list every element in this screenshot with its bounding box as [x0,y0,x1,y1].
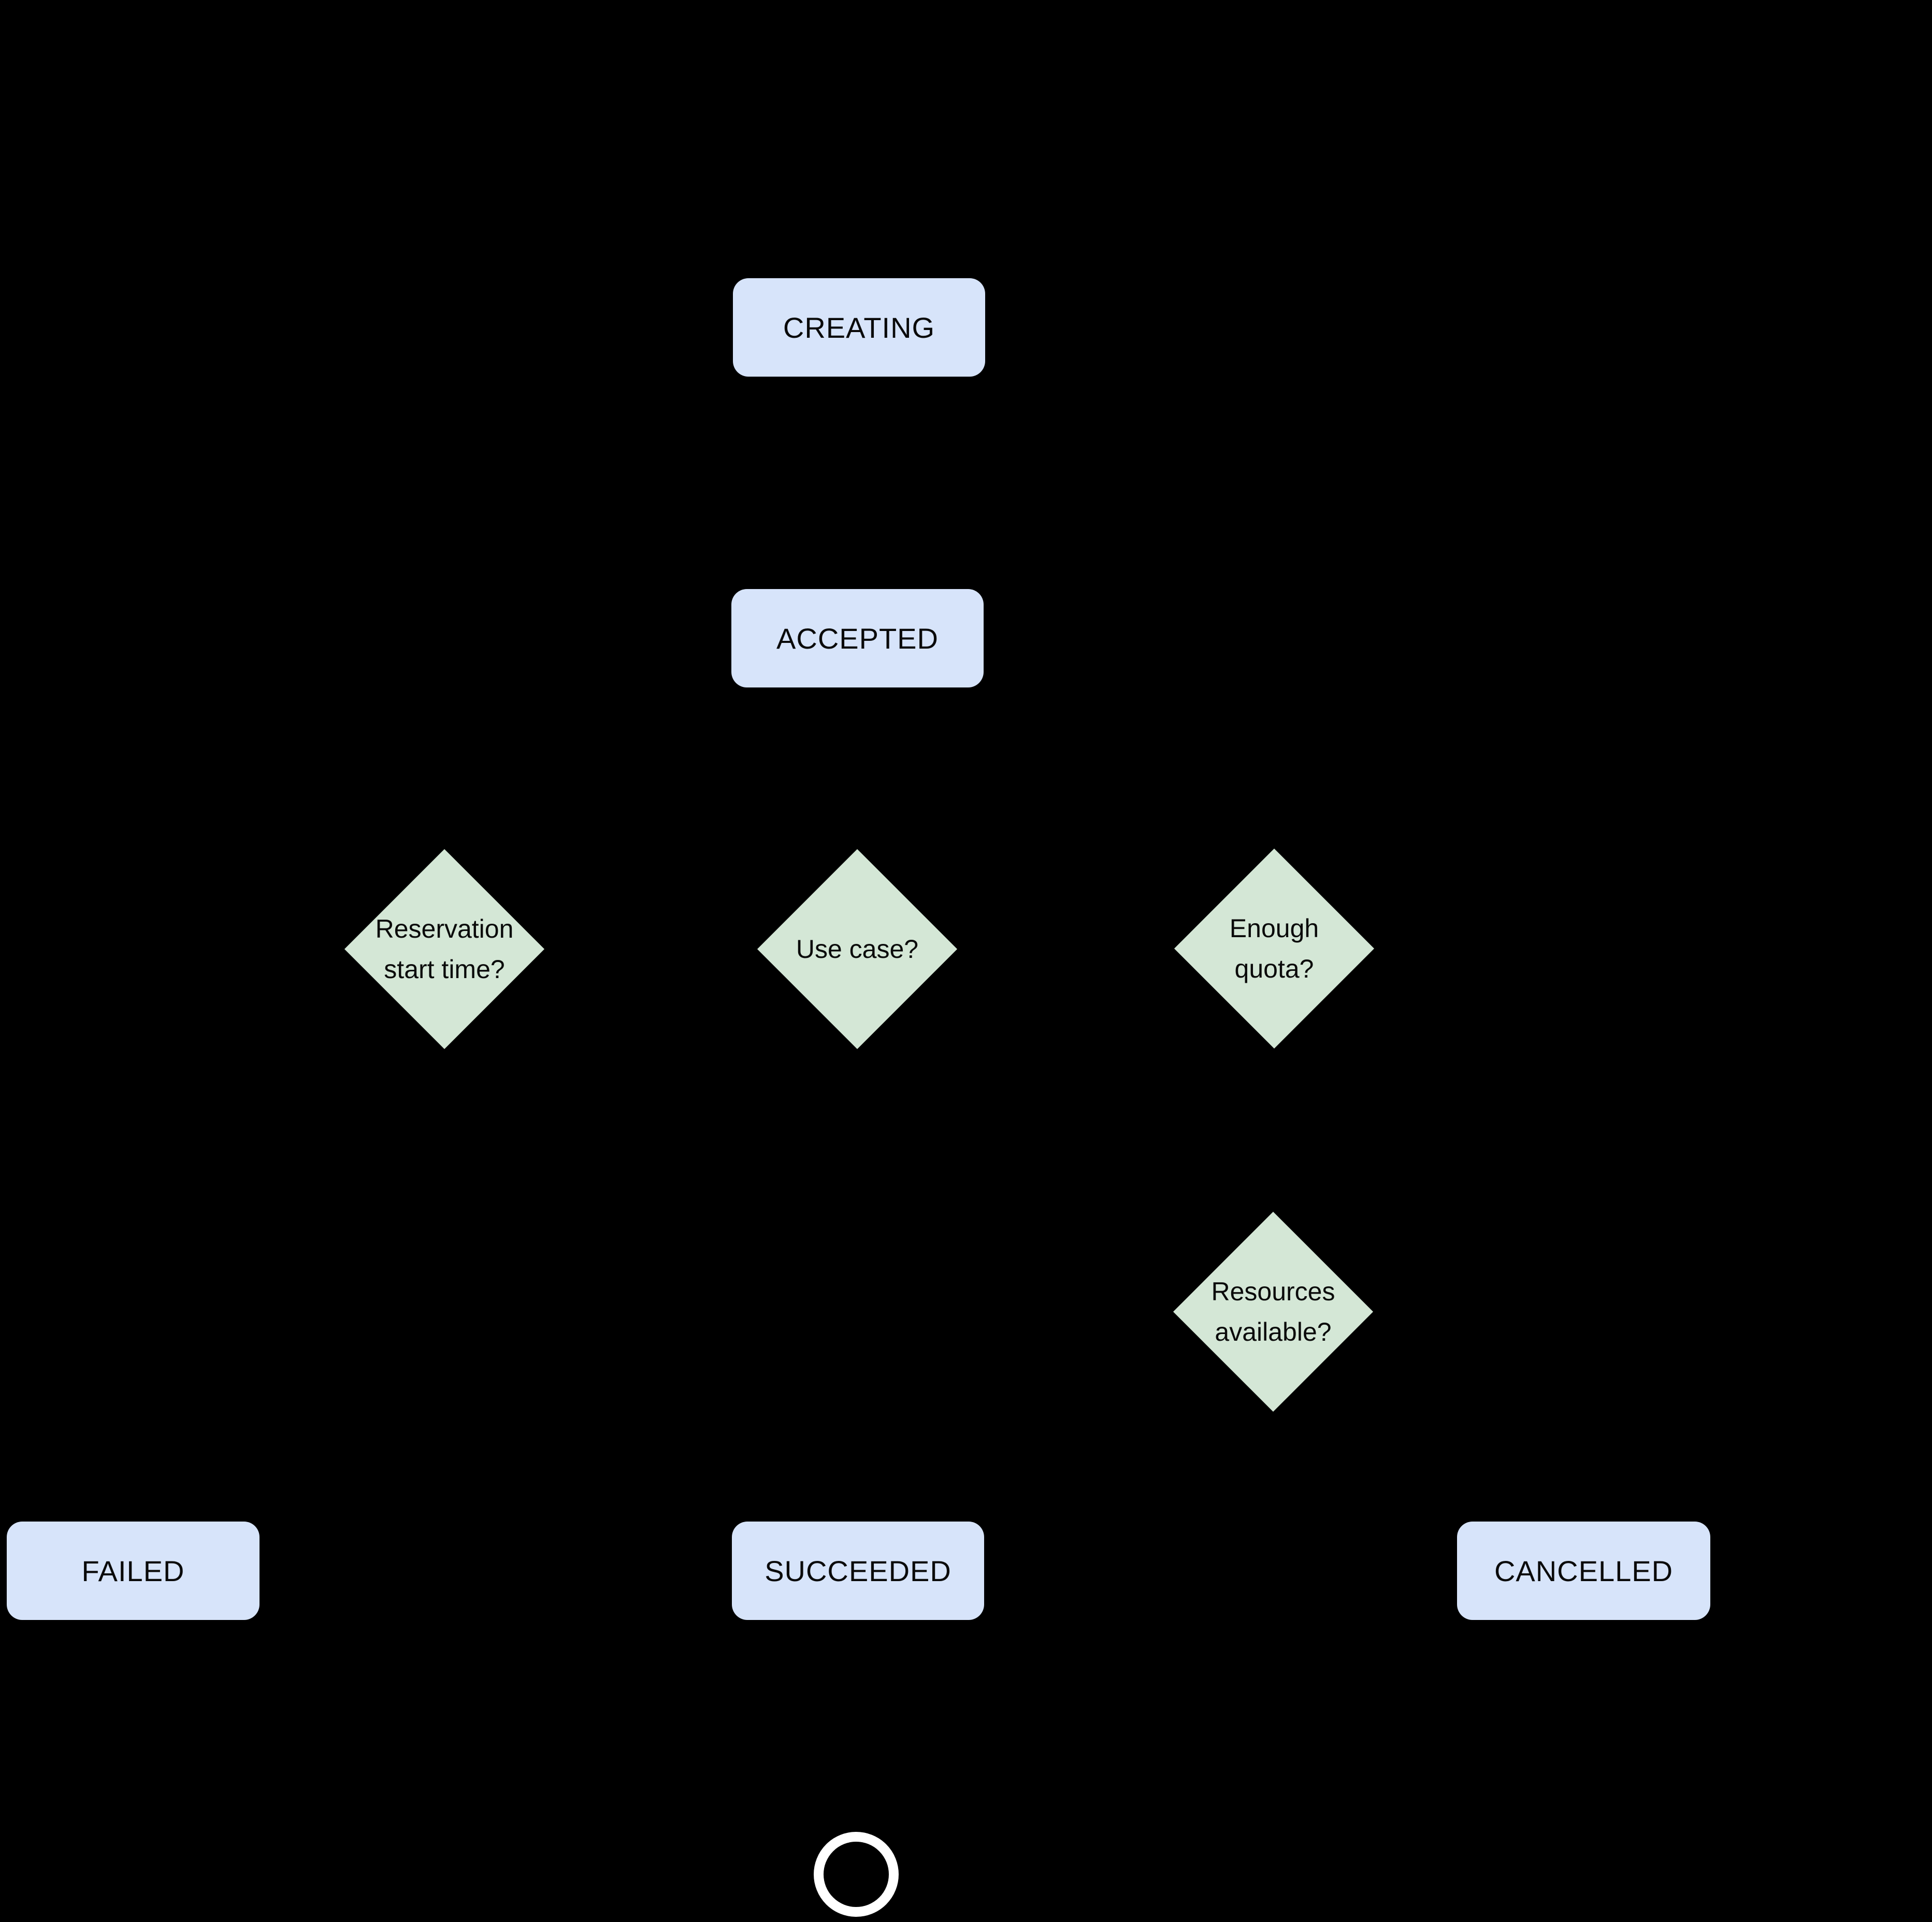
decision-label-line: Use case? [796,935,919,964]
decision-node-enough-quota: Enough quota? [1174,848,1375,1049]
decision-node-use-case: Use case? [757,849,958,1050]
state-label-accepted: ACCEPTED [776,622,939,655]
decision-node-resources-available: Resources available? [1173,1211,1374,1412]
decision-label-line: Resources [1211,1277,1335,1306]
state-label-creating: CREATING [783,311,935,344]
state-node-accepted: ACCEPTED [731,589,984,687]
decision-label-line: start time? [384,955,505,984]
decision-label-reservation-start-time: Reservation start time? [344,849,544,1049]
state-label-cancelled: CANCELLED [1494,1554,1674,1587]
state-node-creating: CREATING [733,278,985,377]
decision-label-line: Reservation [375,914,514,943]
state-node-failed: FAILED [7,1522,259,1620]
decision-node-reservation-start-time: Reservation start time? [344,849,545,1050]
state-label-failed: FAILED [81,1554,185,1587]
state-node-cancelled: CANCELLED [1457,1522,1710,1620]
decision-label-enough-quota: Enough quota? [1174,849,1374,1049]
state-label-succeeded: SUCCEEDED [765,1554,951,1587]
decision-label-line: available? [1215,1317,1332,1346]
decision-label-resources-available: Resources available? [1173,1212,1373,1412]
end-state-circle [814,1832,899,1917]
decision-label-use-case: Use case? [757,849,957,1049]
state-node-succeeded: SUCCEEDED [732,1522,984,1620]
decision-label-line: Enough [1229,914,1319,943]
decision-label-line: quota? [1234,954,1314,983]
